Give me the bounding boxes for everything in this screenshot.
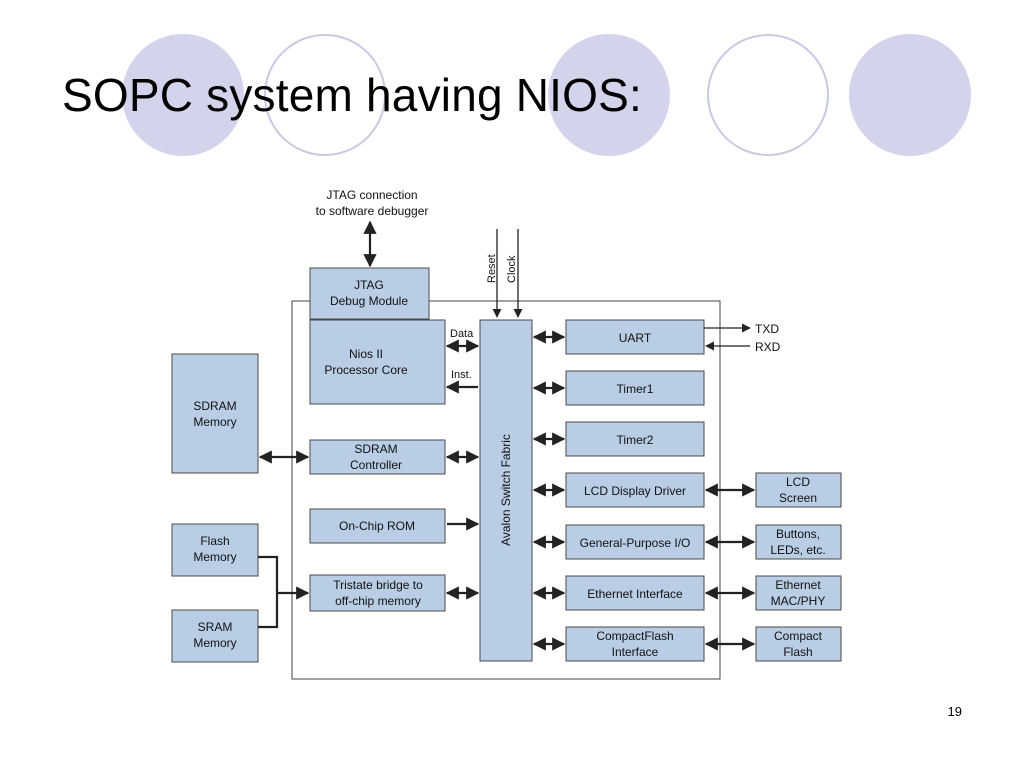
nios-ii-core-label: Nios II <box>349 347 383 361</box>
flash-bus-line <box>258 555 279 593</box>
compactflash-interface <box>565 626 705 662</box>
timer1-label: Timer1 <box>617 382 654 396</box>
lcd-display-driver-label: LCD Display Driver <box>584 484 686 498</box>
compactflash-interface-label: Interface <box>612 645 659 659</box>
timer2-label: Timer2 <box>617 433 654 447</box>
ethernet-mac-phy-label: Ethernet <box>775 578 821 592</box>
sdram-controller-label: SDRAM <box>354 442 397 456</box>
compact-flash-label: Compact <box>774 629 823 643</box>
sdram-memory-label: SDRAM <box>193 399 236 413</box>
timer1 <box>565 370 705 406</box>
sdram-controller <box>309 439 446 475</box>
decorative-circle <box>849 34 971 156</box>
page-number: 19 <box>947 704 962 719</box>
decorative-circle <box>264 34 386 156</box>
sdram-memory <box>171 353 259 474</box>
slide-title: SOPC system having NIOS: <box>62 69 642 121</box>
timer2 <box>565 421 705 457</box>
clock-signal-label: Clock <box>506 255 518 283</box>
on-chip-rom-label: On-Chip ROM <box>339 519 415 533</box>
jtag-connection-label: to software debugger <box>316 204 429 218</box>
ethernet-mac-phy-label: MAC/PHY <box>771 594 826 608</box>
reset-signal-label: Reset <box>486 254 498 283</box>
general-purpose-io-label: General-Purpose I/O <box>580 536 691 550</box>
flash-memory-label: Flash <box>200 534 229 548</box>
avalon-switch-fabric-label: Avalon Switch Fabric <box>499 434 513 546</box>
lcd-screen <box>755 472 842 508</box>
compact-flash <box>755 626 842 662</box>
sdram-controller-label: Controller <box>350 458 402 472</box>
jtag-connection-label: JTAG connection <box>326 188 417 202</box>
uart <box>565 319 705 355</box>
uart-label: UART <box>619 331 652 345</box>
buttons-leds <box>755 524 842 560</box>
decorative-circle <box>122 34 244 156</box>
jtag-debug-module <box>309 267 430 320</box>
txd-label: TXD <box>755 322 779 336</box>
flash-memory-label: Memory <box>193 550 236 564</box>
sram-memory-label: SRAM <box>198 620 233 634</box>
inst-bus-label: Inst. <box>451 369 472 381</box>
tristate-bridge-label: off-chip memory <box>335 594 421 608</box>
tristate-bridge <box>309 574 446 612</box>
sram-bus-line <box>258 593 279 629</box>
flash-memory <box>171 523 259 577</box>
data-bus-label: Data <box>450 328 474 340</box>
decorative-circle <box>707 34 829 156</box>
buttons-leds-label: LEDs, etc. <box>770 543 825 557</box>
sram-memory-label: Memory <box>193 636 236 650</box>
nios-ii-processor-core <box>309 319 446 405</box>
avalon-switch-fabric <box>479 319 533 662</box>
ethernet-interface-label: Ethernet Interface <box>587 587 683 601</box>
compactflash-interface-label: CompactFlash <box>596 629 673 643</box>
sdram-memory-label: Memory <box>193 415 236 429</box>
tristate-bridge-label: Tristate bridge to <box>333 578 423 592</box>
ethernet-interface <box>565 575 705 611</box>
lcd-screen-label: Screen <box>779 491 817 505</box>
buttons-leds-label: Buttons, <box>776 527 820 541</box>
ethernet-mac-phy <box>755 575 842 611</box>
rxd-label: RXD <box>755 340 781 354</box>
sram-memory <box>171 609 259 663</box>
decorative-circle <box>548 34 670 156</box>
compact-flash-label: Flash <box>783 645 812 659</box>
jtag-debug-module-label: JTAG <box>354 278 384 292</box>
jtag-debug-module-label: Debug Module <box>330 294 408 308</box>
general-purpose-io <box>565 524 705 560</box>
lcd-screen-label: LCD <box>786 475 810 489</box>
lcd-display-driver <box>565 472 705 508</box>
on-chip-rom <box>309 508 446 544</box>
nios-ii-core-label: Processor Core <box>324 363 408 377</box>
